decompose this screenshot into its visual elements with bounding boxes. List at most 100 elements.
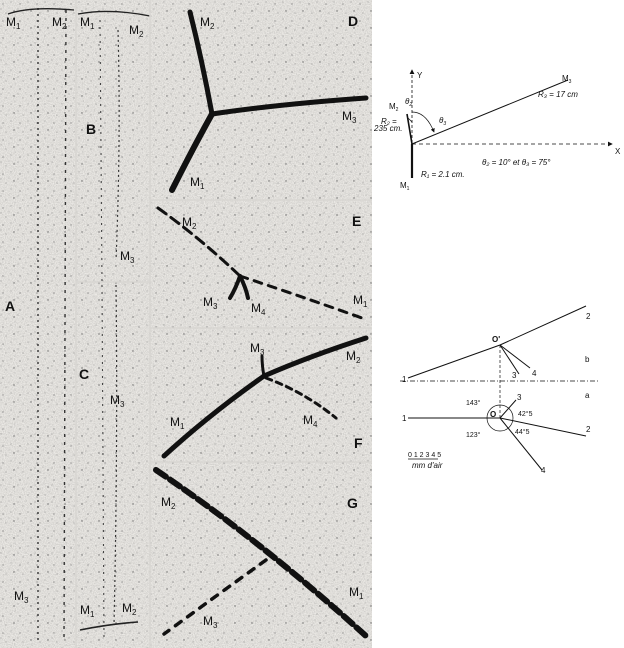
svg-text:M1: M1 xyxy=(353,293,368,309)
o-label: O xyxy=(490,410,496,419)
m3-label: M xyxy=(562,74,569,83)
upper-track-4 xyxy=(499,344,531,369)
panel-b-letter: B xyxy=(86,121,96,137)
panel-c-m1-label: M xyxy=(80,603,90,617)
svg-text:M3: M3 xyxy=(562,74,572,85)
panel-e-letter: E xyxy=(352,213,361,229)
svg-text:M3: M3 xyxy=(110,393,125,409)
theta3-sub: 3 xyxy=(443,121,446,127)
angle-42-label: 42°5 xyxy=(518,410,533,418)
panel-b-m1-sub: 1 xyxy=(90,22,95,31)
scale-numbers: 0 1 2 3 4 5 xyxy=(408,452,441,459)
panel-c-track-right xyxy=(113,284,118,626)
panel-g: M2 G M1 M3 xyxy=(150,462,372,648)
frame-a-label: a xyxy=(585,391,590,400)
svg-text:M3: M3 xyxy=(120,249,135,265)
angle-143-label: 143° xyxy=(466,399,481,407)
panel-c-m2-sub: 2 xyxy=(132,608,137,617)
panel-d-track-m2 xyxy=(187,9,215,117)
panel-g-m1-label: M xyxy=(349,585,359,599)
upper-4-label: 4 xyxy=(532,369,537,378)
theta3-arc xyxy=(411,111,435,133)
panel-g-m3-label: M xyxy=(203,614,213,628)
panel-d-m1-label: M xyxy=(190,175,200,189)
svg-text:M1: M1 xyxy=(80,603,95,619)
panel-g-m3-sub: 3 xyxy=(213,621,218,630)
panel-b-track-right xyxy=(115,29,120,261)
svg-text:M2: M2 xyxy=(129,23,144,39)
panel-e-m1-label: M xyxy=(353,293,363,307)
svg-text:M1: M1 xyxy=(80,15,95,31)
panel-f-m1-label: M xyxy=(170,415,180,429)
panel-f-track-m3 xyxy=(260,354,266,378)
theta3-label: θ xyxy=(439,116,444,125)
panel-e-track-m2 xyxy=(156,206,242,278)
panel-g-letter: G xyxy=(347,495,358,511)
x-axis-label: X xyxy=(615,147,621,156)
panel-e-m3-label: M xyxy=(203,295,213,309)
panel-g-m2-label: M xyxy=(161,495,171,509)
panel-g-track-m3 xyxy=(162,558,268,636)
panel-b-top-curve xyxy=(77,10,151,17)
theta2-arc xyxy=(407,117,413,123)
lower-4-label: 4 xyxy=(541,466,546,475)
panel-d-m2-sub: 2 xyxy=(210,22,215,31)
panel-d-m3-label: M xyxy=(342,109,352,123)
angles-caption: θ₂ = 10° et θ₃ = 75° xyxy=(482,158,551,167)
panel-a-m2-sub: 2 xyxy=(62,22,67,31)
panel-c-m3-label: M xyxy=(110,393,120,407)
svg-text:M3: M3 xyxy=(203,614,218,630)
panel-a-m3-label: M xyxy=(14,589,24,603)
svg-text:M2: M2 xyxy=(182,215,197,231)
theta2-sub: 2 xyxy=(408,102,412,108)
theta2-label: θ xyxy=(405,97,410,106)
panel-d-track-m1 xyxy=(169,111,215,193)
panel-b: M1 M2 B M3 xyxy=(76,0,151,283)
panel-b-track-left xyxy=(99,19,103,283)
svg-text:M3: M3 xyxy=(250,341,265,357)
upper-1-label: 1 xyxy=(402,375,407,384)
panel-f-track-m1 xyxy=(161,373,267,459)
svg-text:M1: M1 xyxy=(170,415,185,431)
panel-f-m4-sub: 4 xyxy=(313,420,318,429)
r1-label: R₁ = 2.1 cm. xyxy=(421,170,465,179)
panel-f-m1-sub: 1 xyxy=(180,422,185,431)
vertex-circle xyxy=(486,404,514,432)
panel-d: M2 D M3 M1 xyxy=(150,0,372,200)
panel-d-m1-sub: 1 xyxy=(200,182,205,191)
panel-e-m4-label: M xyxy=(251,301,261,315)
frame-b-label: b xyxy=(585,355,590,364)
panel-b-m1-label: M xyxy=(80,15,90,29)
panel-f-m3-sub: 3 xyxy=(260,348,265,357)
panel-f-track-m2 xyxy=(261,335,369,379)
lower-track-3 xyxy=(499,399,517,419)
panel-d-letter: D xyxy=(348,13,358,29)
svg-text:M4: M4 xyxy=(303,413,318,429)
vector-m2 xyxy=(406,113,413,145)
svg-text:M3: M3 xyxy=(342,109,357,125)
angle-44-label: 44°5 xyxy=(515,428,530,436)
upper-track-1 xyxy=(407,344,501,379)
panel-f: M3 M2 M1 M4 F xyxy=(150,328,372,462)
o-prime-label: O' xyxy=(492,335,500,344)
svg-text:M2: M2 xyxy=(200,15,215,31)
svg-text:M3: M3 xyxy=(203,295,218,311)
geometry-diagrams: Y X θ2 θ3 M2 M1 M3 R₂ = 235 cm. R₃ = 17 … xyxy=(373,69,621,475)
svg-text:M2: M2 xyxy=(52,15,67,31)
panel-a: M1 M2 A M3 xyxy=(0,0,76,648)
frame-comparison-diagram: O' 1 2 3 4 b O 1 2 3 4 a 143° 123° 42°5 … xyxy=(400,305,600,475)
m2-sub: 2 xyxy=(396,107,399,113)
m1-sub: 1 xyxy=(407,186,410,192)
m1-label: M xyxy=(400,181,407,190)
panel-g-m1-sub: 1 xyxy=(359,592,364,601)
scale-units: mm d'air xyxy=(412,461,443,470)
upper-track-2 xyxy=(499,305,587,346)
svg-text:M2: M2 xyxy=(161,495,176,511)
panel-c-m2-label: M xyxy=(122,601,132,615)
panel-e-m3-sub: 3 xyxy=(213,302,218,311)
panel-f-m2-label: M xyxy=(346,349,356,363)
upper-3-label: 3 xyxy=(512,371,517,380)
lower-1-label: 1 xyxy=(402,414,407,423)
panel-e-track-m4 xyxy=(238,274,250,300)
svg-text:M1: M1 xyxy=(6,15,21,31)
